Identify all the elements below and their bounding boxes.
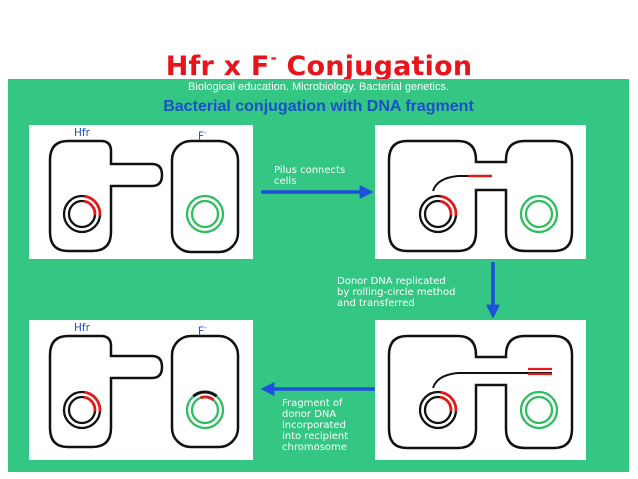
- label-hfr-bottom: Hfr: [74, 322, 90, 334]
- incorporated-fragment-red: [199, 395, 215, 402]
- f-minus-cell: [170, 139, 240, 254]
- label-f-minus-top: F-: [198, 129, 207, 143]
- label-f-minus-bottom: F-: [198, 324, 207, 338]
- panel-bottom-right: [375, 320, 586, 460]
- panel-bottom-left: [29, 320, 253, 460]
- label-hfr-top: Hfr: [74, 127, 90, 139]
- caption-step3: Fragment of donor DNA incorporated into …: [282, 398, 349, 453]
- caption-step1: Pilus connects cells: [274, 165, 346, 187]
- slide-title: Hfr x F- Conjugation: [165, 49, 473, 82]
- recipient-chromosome-outer: [185, 194, 225, 234]
- connected-cells-outline-transfer: [387, 334, 574, 450]
- integrated-f-factor: [84, 194, 102, 216]
- panel-top-left: [29, 125, 253, 259]
- connected-cells-outline: [387, 139, 574, 253]
- caption-step2: Donor DNA replicated by rolling-circle m…: [337, 276, 456, 309]
- transfer-strand: [432, 175, 492, 192]
- diagram-title: Bacterial conjugation with DNA fragment: [163, 98, 474, 115]
- diagram-subtitle: Biological education. Microbiology. Bact…: [188, 81, 449, 93]
- recipient-chromosome-inner: [190, 199, 220, 229]
- panel4-cells: [387, 334, 574, 450]
- recombinant-cell: [170, 334, 240, 449]
- incorporated-fragment-black: [192, 390, 218, 398]
- hfr-cell-with-pilus-after: [48, 334, 164, 449]
- panel2-cells: [387, 139, 574, 253]
- hfr-cell-with-pilus: [48, 139, 164, 253]
- panel3-cells: [48, 334, 240, 449]
- transferred-strand: [432, 372, 552, 389]
- panel-top-right: [375, 125, 586, 259]
- panel1-cells: [48, 139, 240, 254]
